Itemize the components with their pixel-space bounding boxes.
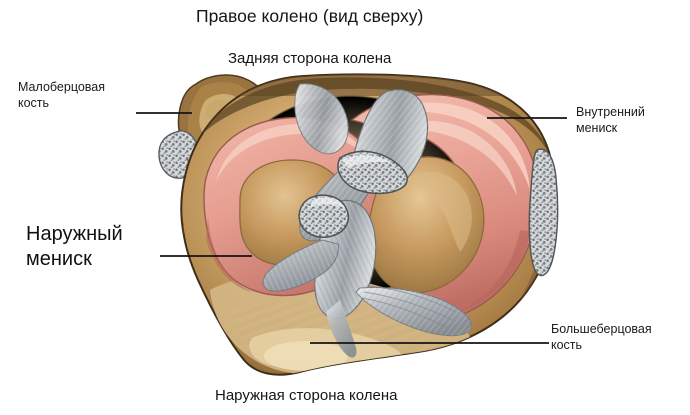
fibula-label: Малоберцовая кость: [18, 80, 106, 110]
ligament-stump-center: [298, 194, 350, 238]
ligament-stump-upper: [337, 150, 408, 195]
lateral-meniscus-label: Наружный мениск: [26, 223, 123, 270]
leader-lines: [136, 112, 567, 344]
posterior-fiber-band: [294, 83, 349, 155]
posterior-side-label: Задняя сторона колена: [228, 50, 392, 67]
anterior-side-label: Наружная сторона колена: [215, 387, 398, 404]
anterior-ligament-fan: [355, 285, 472, 337]
tibia-label: Большеберцовая кость: [551, 322, 652, 352]
page-title: Правое колено (вид сверху): [196, 6, 424, 26]
medial-meniscus-label: Внутренний мениск: [576, 105, 645, 135]
medial-collateral-ligament: [528, 148, 559, 277]
